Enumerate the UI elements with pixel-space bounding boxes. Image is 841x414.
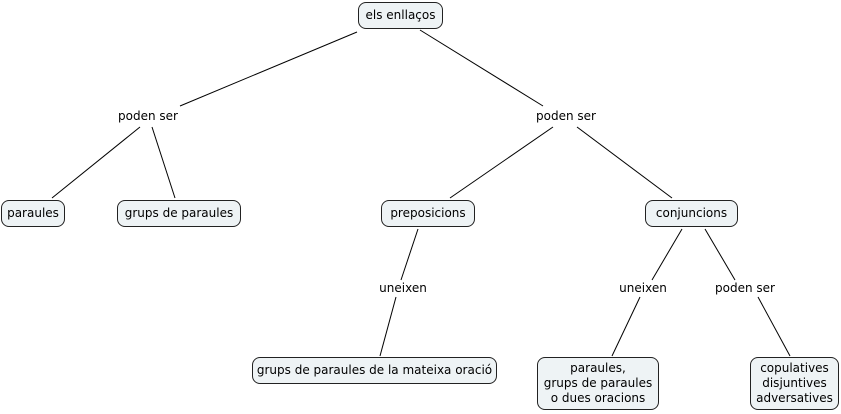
concept-preposicions[interactable]: preposicions: [381, 200, 475, 227]
connector: [400, 228, 419, 281]
connector: [757, 296, 791, 357]
connector: [151, 126, 176, 199]
concept-paraules-grups-oracions[interactable]: paraules, grups de paraules o dues oraci…: [537, 357, 659, 410]
concept-paraules[interactable]: paraules: [1, 200, 65, 227]
concept-grups-mateixa-oracio[interactable]: grups de paraules de la mateixa oració: [252, 357, 497, 384]
link-label-poden-ser: poden ser: [713, 281, 777, 295]
connector: [704, 228, 736, 281]
connector: [611, 296, 641, 357]
link-label-poden-ser: poden ser: [534, 109, 598, 123]
connector: [51, 126, 141, 199]
concept-tipus-conjuncions[interactable]: copulatives disjuntives adversatives: [750, 357, 839, 410]
connector: [576, 126, 673, 199]
link-label-poden-ser: poden ser: [116, 109, 180, 123]
connector: [651, 228, 683, 281]
connector: [379, 296, 397, 357]
connector: [449, 126, 554, 199]
connector: [179, 31, 358, 107]
concept-els-enllacos[interactable]: els enllaços: [358, 2, 443, 29]
connector: [419, 29, 544, 107]
concept-grups-de-paraules[interactable]: grups de paraules: [117, 200, 241, 227]
link-label-uneixen: uneixen: [377, 281, 429, 295]
concept-conjuncions[interactable]: conjuncions: [645, 200, 738, 227]
link-label-uneixen: uneixen: [617, 281, 669, 295]
